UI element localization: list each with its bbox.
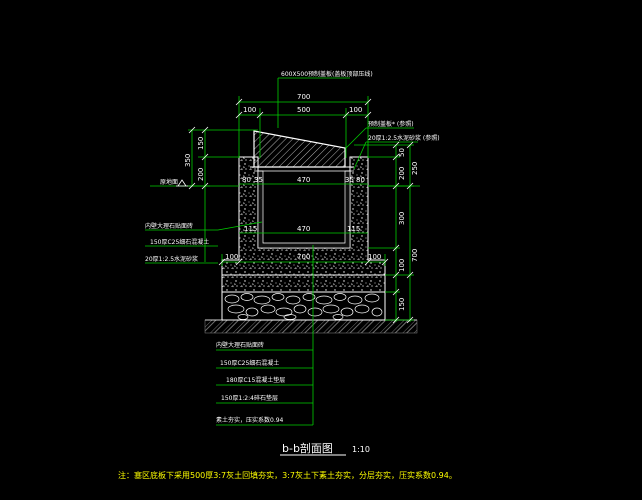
- cover-leader: [277, 77, 350, 128]
- layer-label-1: 内壁大理石贴面砖: [216, 341, 264, 349]
- dim-wall-right-115: 115: [347, 225, 360, 233]
- wall-label-leaders: [145, 221, 263, 264]
- inner-dimension-lines: [218, 183, 389, 266]
- dim-base-mid: 700: [297, 253, 310, 261]
- dim-base-left: 100: [225, 253, 238, 261]
- layer-label-3: 180厚C15混凝土垫层: [226, 376, 285, 384]
- label-mortar-ref: 20厚1:2.5水泥砂浆 (参照): [368, 134, 440, 142]
- footer-note: 注：塞区底板下采用500厚3:7灰土回填夯实，3:7灰土下素土夯实，分层夯实，压…: [118, 470, 457, 480]
- dim-base-right: 100: [368, 253, 381, 261]
- dim-wall-right-35: 35: [345, 176, 354, 184]
- ground-marker: [150, 179, 420, 187]
- dim-wall-right-80: 80: [356, 176, 365, 184]
- channel-structure: [204, 130, 418, 334]
- drawing-scale: 1:10: [352, 445, 370, 454]
- label-wall-2: 150厚C25细石混凝土: [150, 238, 209, 246]
- label-wall-3: 20厚1:2.5水泥砂浆: [145, 255, 198, 263]
- label-wall-1: 内壁大理石贴面砖: [145, 222, 193, 230]
- right-top-leaders: [345, 127, 418, 170]
- precast-cover: [253, 130, 346, 168]
- dim-top-left: 100: [243, 106, 256, 114]
- dim-wall-left-80: 80: [242, 176, 251, 184]
- dim-right-100: 100: [398, 259, 406, 272]
- gravel-stones: [224, 293, 383, 320]
- dim-right-250: 250: [411, 162, 419, 175]
- layer-label-4: 150厚1:2:4碎石垫层: [221, 394, 278, 402]
- drawing-title: b-b剖面图: [282, 441, 333, 455]
- dim-right-300: 300: [398, 212, 406, 225]
- dim-left-150: 150: [197, 137, 205, 150]
- dim-inner-lower: 470: [297, 225, 310, 233]
- layer-label-5: 素土夯实，压实系数0.94: [216, 416, 284, 424]
- label-cover-ref: 预制盖板* (参照): [368, 120, 414, 128]
- layer-label-2: 150厚C25细石混凝土: [220, 359, 279, 367]
- dim-inner-upper: 470: [297, 176, 310, 184]
- layer-callout-leaders: [216, 245, 314, 426]
- compacted-soil: [204, 319, 418, 334]
- top-dimension-lines: [235, 96, 372, 158]
- dim-right-700: 700: [411, 249, 419, 262]
- cover-annotation: 600X500预制盖板(盖板顶部压线): [281, 70, 373, 78]
- dim-left-350: 350: [184, 154, 192, 167]
- dim-wall-left-115: 115: [244, 225, 257, 233]
- c15-concrete-pad: [221, 274, 386, 293]
- right-dimension-lines: [354, 141, 414, 324]
- ground-label: 原地面: [160, 178, 178, 186]
- dim-left-200: 200: [197, 168, 205, 181]
- dim-right-200: 200: [398, 167, 406, 180]
- dim-right-50: 50: [398, 148, 406, 157]
- left-dimension-lines: [188, 126, 258, 262]
- dim-top-mid: 500: [297, 106, 310, 114]
- dim-top-right: 100: [349, 106, 362, 114]
- dim-wall-left-35: 35: [254, 176, 263, 184]
- dim-right-150: 150: [398, 298, 406, 311]
- dim-top-total: 700: [297, 93, 310, 101]
